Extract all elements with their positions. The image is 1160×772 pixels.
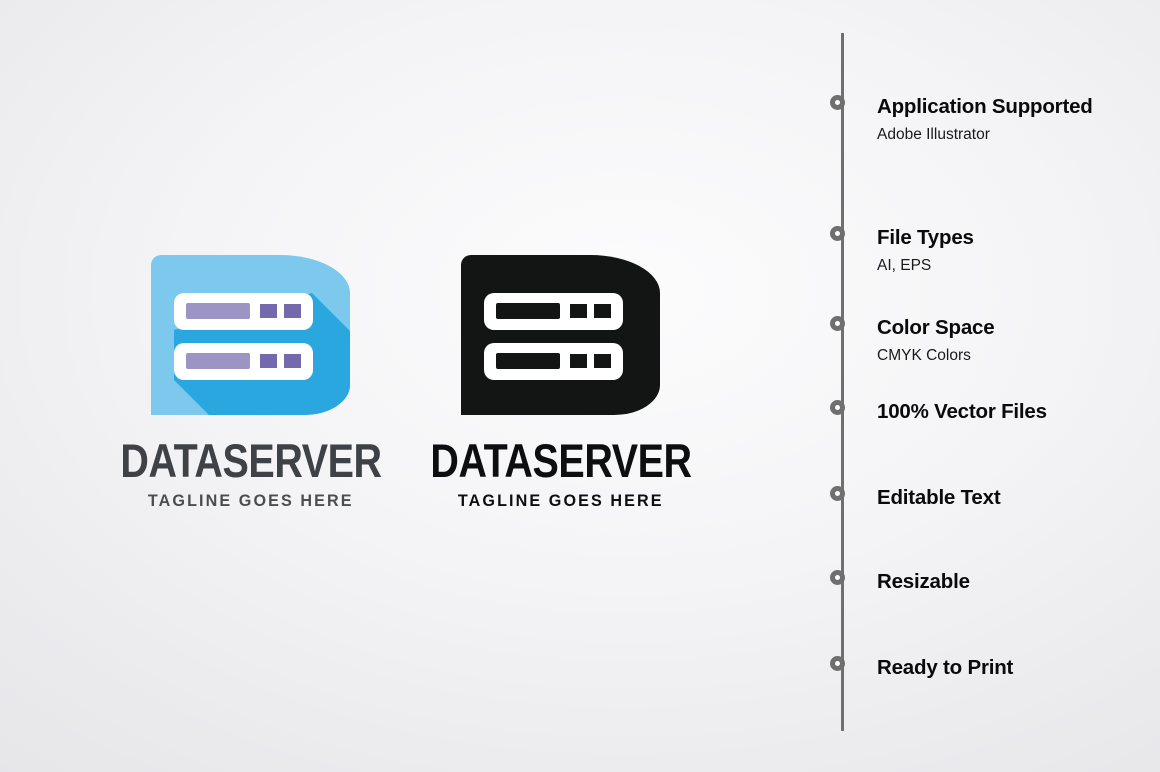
timeline-node-icon (830, 226, 845, 241)
logo-mark-d-black-icon (461, 255, 660, 415)
timeline-node-icon (830, 316, 845, 331)
timeline-node-icon (830, 486, 845, 501)
logo-variant-color: DATASERVER TAGLINE GOES HERE (120, 255, 382, 510)
feature-title: Application Supported (877, 95, 1093, 118)
server-bar (186, 353, 250, 369)
server-square (594, 354, 611, 368)
timeline-node-icon (830, 656, 845, 671)
feature-resizable: Resizable (830, 569, 1160, 594)
wordmark: DATASERVER TAGLINE GOES HERE (95, 434, 406, 511)
timeline-line (841, 33, 844, 731)
feature-title: Color Space (877, 316, 995, 339)
feature-title: File Types (877, 226, 974, 249)
feature-ready-to-print: Ready to Print (830, 655, 1160, 680)
feature-color-space: Color Space CMYK Colors (830, 315, 1160, 366)
brand-tagline: TAGLINE GOES HERE (457, 491, 664, 510)
brand-name: DATASERVER (429, 434, 692, 487)
server-square (284, 304, 301, 318)
feature-title: Editable Text (877, 486, 1001, 509)
timeline-node-icon (830, 95, 845, 110)
server-rack-icon (484, 293, 623, 330)
feature-subtitle: Adobe Illustrator (877, 126, 990, 143)
feature-file-types: File Types AI, EPS (830, 225, 1160, 276)
server-bar (496, 353, 560, 369)
logo-mark-d-blue-icon (151, 255, 350, 415)
feature-title: Ready to Print (877, 656, 1014, 679)
feature-application-supported: Application Supported Adobe Illustrator (830, 94, 1160, 145)
feature-title: 100% Vector Files (877, 400, 1047, 423)
logo-variant-black: DATASERVER TAGLINE GOES HERE (430, 255, 692, 510)
server-bar (186, 303, 250, 319)
server-square (260, 304, 277, 318)
feature-editable-text: Editable Text (830, 485, 1160, 510)
brand-tagline: TAGLINE GOES HERE (147, 491, 354, 510)
server-square (570, 354, 587, 368)
feature-vector-files: 100% Vector Files (830, 399, 1160, 424)
brand-name: DATASERVER (119, 434, 382, 487)
server-square (594, 304, 611, 318)
feature-subtitle: AI, EPS (877, 257, 932, 274)
server-square (570, 304, 587, 318)
server-bar (496, 303, 560, 319)
wordmark: DATASERVER TAGLINE GOES HERE (405, 434, 716, 511)
server-rack-icon (484, 343, 623, 380)
server-rack-icon (174, 343, 313, 380)
timeline-node-icon (830, 570, 845, 585)
feature-title: Resizable (877, 570, 970, 593)
server-square (260, 354, 277, 368)
timeline-node-icon (830, 400, 845, 415)
server-square (284, 354, 301, 368)
feature-subtitle: CMYK Colors (877, 347, 971, 364)
server-rack-icon (174, 293, 313, 330)
long-shadow-shape (174, 293, 350, 415)
